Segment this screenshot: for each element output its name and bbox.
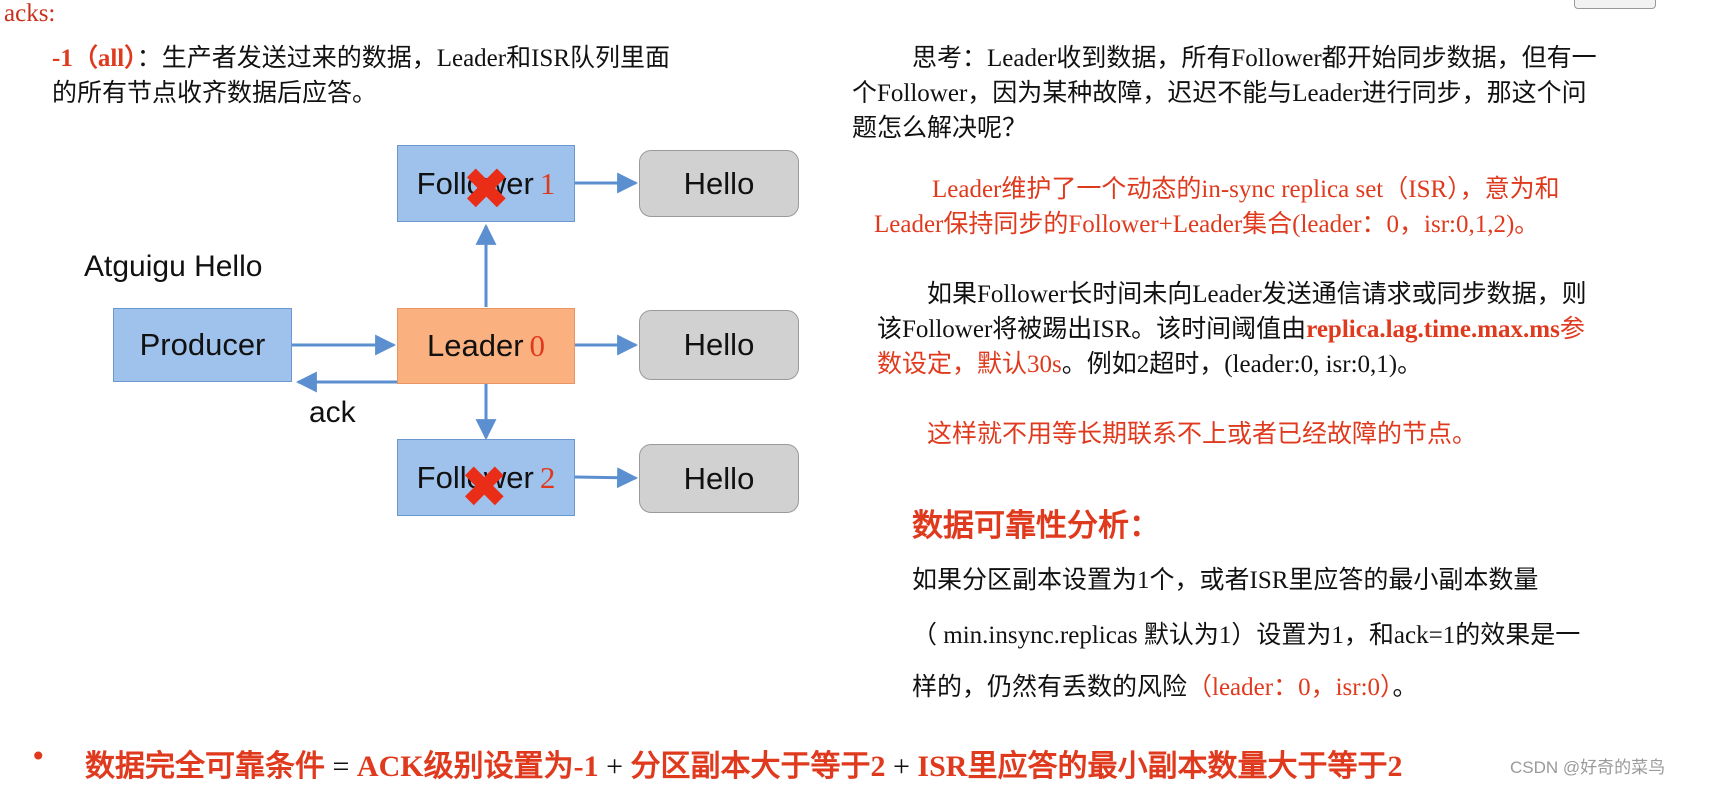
- corner-badge: [1574, 0, 1656, 9]
- acks-all-label: -1（all）: [52, 45, 137, 72]
- diagram-arrows: [292, 172, 639, 489]
- condition-ack: ACK级别设置为-1: [356, 750, 599, 783]
- condition-plus1: +: [598, 750, 631, 783]
- default-30s-text: 数设定，默认30s: [877, 351, 1062, 378]
- bottom-bullet: •: [30, 740, 47, 773]
- analysis-line3: 样的，仍然有丢数的风险（leader：0，isr:0）。: [912, 667, 1418, 703]
- acks-all-desc-line1: ：生产者发送过来的数据，Leader和ISR队列里面: [136, 45, 671, 72]
- replica-lag-param: replica.lag.time.max.ms: [1306, 316, 1560, 343]
- follower2-label: Follower: [416, 459, 534, 495]
- leader-number: 0: [529, 328, 546, 363]
- isr-kick-line2: 该Follower将被踢出ISR。该时间阈值由replica.lag.time.…: [877, 313, 1585, 346]
- isr-definition-line1: Leader维护了一个动态的in-sync replica set（ISR），意…: [932, 176, 1560, 203]
- isr-kick-line1: 如果Follower长时间未向Leader发送通信请求或同步数据，则: [927, 281, 1587, 308]
- analysis-line3-end: 。: [1392, 674, 1418, 701]
- isr-definition-line2: Leader保持同步的Follower+Leader集合(leader：0，is…: [874, 211, 1540, 238]
- isr-kick-line2-text: 该Follower将被踢出ISR。该时间阈值由: [877, 316, 1307, 343]
- condition-min-isr: ISR里应答的最小副本数量大于等于2: [917, 750, 1403, 783]
- analysis-line1: 如果分区副本设置为1个，或者ISR里应答的最小副本数量: [912, 567, 1539, 594]
- think-line3: 题怎么解决呢？: [852, 115, 1028, 142]
- follower1-label: Follower: [416, 165, 534, 201]
- ack-label: ack: [309, 396, 356, 429]
- isr-kick-line2-tail: 参: [1559, 316, 1585, 343]
- isr-kick-line3: 数设定，默认30s。例如2超时，(leader:0, isr:0,1)。: [877, 348, 1422, 381]
- think-line1: 思考：Leader收到数据，所有Follower都开始同步数据，但有一: [912, 45, 1597, 72]
- condition-equals: =: [325, 750, 357, 783]
- reliability-condition: 数据完全可靠条件 = ACK级别设置为-1 + 分区副本大于等于2 + ISR里…: [85, 741, 1402, 785]
- follower2-to-hello-arrow: [574, 467, 639, 489]
- producer-box: Producer: [113, 308, 292, 382]
- message-label: Atguigu Hello: [84, 250, 263, 283]
- hello-box-follower1: Hello: [639, 150, 799, 217]
- analysis-line2: （ min.insync.replicas 默认为1）设置为1，和ack=1的效…: [912, 622, 1581, 649]
- hello-box-leader: Hello: [639, 310, 799, 380]
- leader-label: Leader: [426, 328, 524, 363]
- think-line2: 个Follower，因为某种故障，迟迟不能与Leader进行同步，那这个问: [852, 80, 1587, 107]
- hello-box-follower2: Hello: [639, 444, 799, 513]
- analysis-isr-example: （leader：0，isr:0）: [1187, 674, 1393, 701]
- timeout-example-text: 。例如2超时，(leader:0, isr:0,1)。: [1061, 351, 1423, 378]
- condition-plus2: +: [885, 750, 918, 783]
- acks-all-description: -1（all）：生产者发送过来的数据，Leader和ISR队列里面: [52, 42, 670, 75]
- follower2-failed-cross-icon: ✖: [460, 453, 509, 521]
- condition-replicas: 分区副本大于等于2: [630, 750, 886, 783]
- condition-title: 数据完全可靠条件: [85, 750, 325, 783]
- follower1-failed-cross-icon: ✖: [462, 155, 511, 223]
- acks-heading: acks:: [4, 0, 56, 27]
- follower2-number: 2: [539, 459, 556, 495]
- reliability-analysis-title: 数据可靠性分析：: [912, 508, 1160, 543]
- acks-all-desc-line2: 的所有节点收齐数据后应答。: [52, 80, 378, 107]
- csdn-watermark: CSDN @好奇的菜鸟: [1510, 758, 1666, 777]
- analysis-line3-text: 样的，仍然有丢数的风险: [912, 674, 1188, 701]
- isr-result-line: 这样就不用等长期联系不上或者已经故障的节点。: [927, 421, 1478, 448]
- follower1-number: 1: [539, 165, 556, 201]
